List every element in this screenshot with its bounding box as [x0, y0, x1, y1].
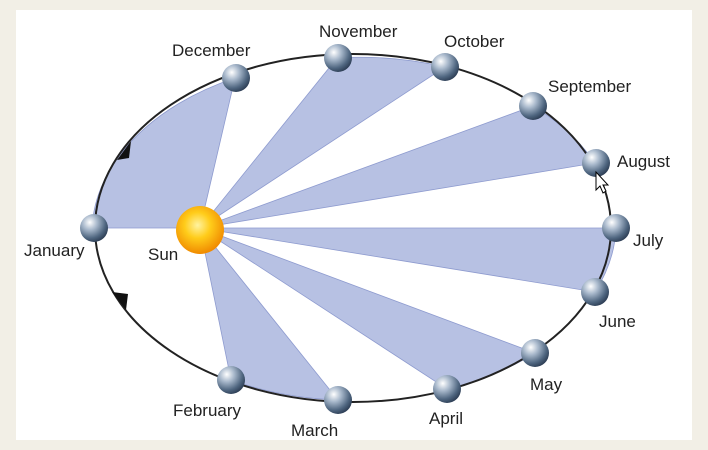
earth-icon-january: [80, 214, 108, 242]
orbit-direction-arrow-upper: [117, 141, 131, 160]
earth-icon-march: [324, 386, 352, 414]
earth-icon-february: [217, 366, 245, 394]
earth-icon-august: [582, 149, 610, 177]
mouse-cursor-icon: [595, 170, 610, 194]
labels: Sun January February March April May Jun…: [24, 22, 670, 440]
sun-label: Sun: [148, 245, 178, 264]
month-label-september: September: [548, 77, 631, 96]
month-label-april: April: [429, 409, 463, 428]
sector-december-january: [91, 77, 236, 229]
sector-group: [91, 56, 617, 401]
orbit-direction-arrow-lower: [112, 292, 128, 310]
month-label-march: March: [291, 421, 338, 440]
earth-icon-september: [519, 92, 547, 120]
earth-icon-july: [602, 214, 630, 242]
month-label-january: January: [24, 241, 85, 260]
month-label-july: July: [633, 231, 664, 250]
month-label-october: October: [444, 32, 505, 51]
month-label-may: May: [530, 375, 563, 394]
month-label-august: August: [617, 152, 670, 171]
month-label-november: November: [319, 22, 398, 41]
sun-icon: [176, 206, 224, 254]
earth-icon-october: [431, 53, 459, 81]
earth-icon-june: [581, 278, 609, 306]
earth-icon-december: [222, 64, 250, 92]
earth-positions: [80, 44, 630, 414]
earth-icon-november: [324, 44, 352, 72]
earth-icon-may: [521, 339, 549, 367]
month-label-june: June: [599, 312, 636, 331]
month-label-february: February: [173, 401, 242, 420]
earth-icon-april: [433, 375, 461, 403]
month-label-december: December: [172, 41, 251, 60]
